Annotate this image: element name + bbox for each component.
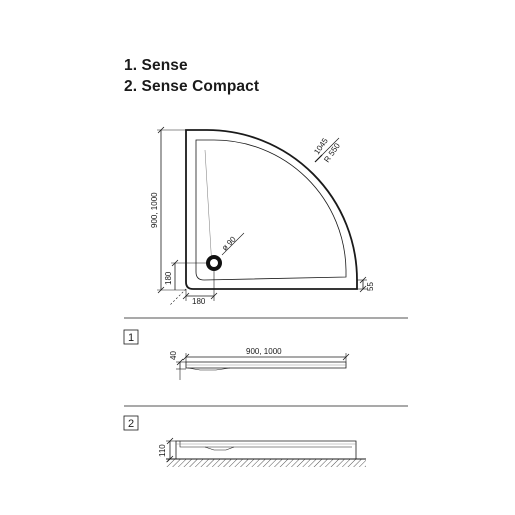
section-2-number: 2 [128, 418, 134, 430]
dim-drain-label: ø 90 [220, 234, 238, 252]
section-1-profile [185, 361, 347, 369]
dim-drain-y-label: 180 [164, 271, 173, 285]
section-2-number-box [123, 415, 139, 431]
section-1-width-label: 900, 1000 [246, 347, 282, 356]
section-1-height-label: 40 [169, 351, 178, 360]
floor-hatch [166, 459, 366, 467]
tray-basin [195, 139, 347, 281]
title-sense: 1. Sense [124, 57, 188, 74]
dim-drain-x-label: 180 [192, 297, 206, 306]
dim-height-label: 55 [366, 282, 375, 291]
section-1-number: 1 [128, 332, 134, 344]
section-2-height-label: 110 [158, 444, 167, 457]
title-sense-compact: 2. Sense Compact [124, 78, 260, 95]
tray-outline [185, 129, 358, 290]
section-2 [123, 415, 366, 467]
section-2-profile [175, 440, 357, 460]
section-1-number-box [123, 329, 139, 345]
section-1 [123, 329, 350, 380]
dim-side-label: 900, 1000 [150, 192, 159, 228]
plan-view [157, 126, 367, 306]
